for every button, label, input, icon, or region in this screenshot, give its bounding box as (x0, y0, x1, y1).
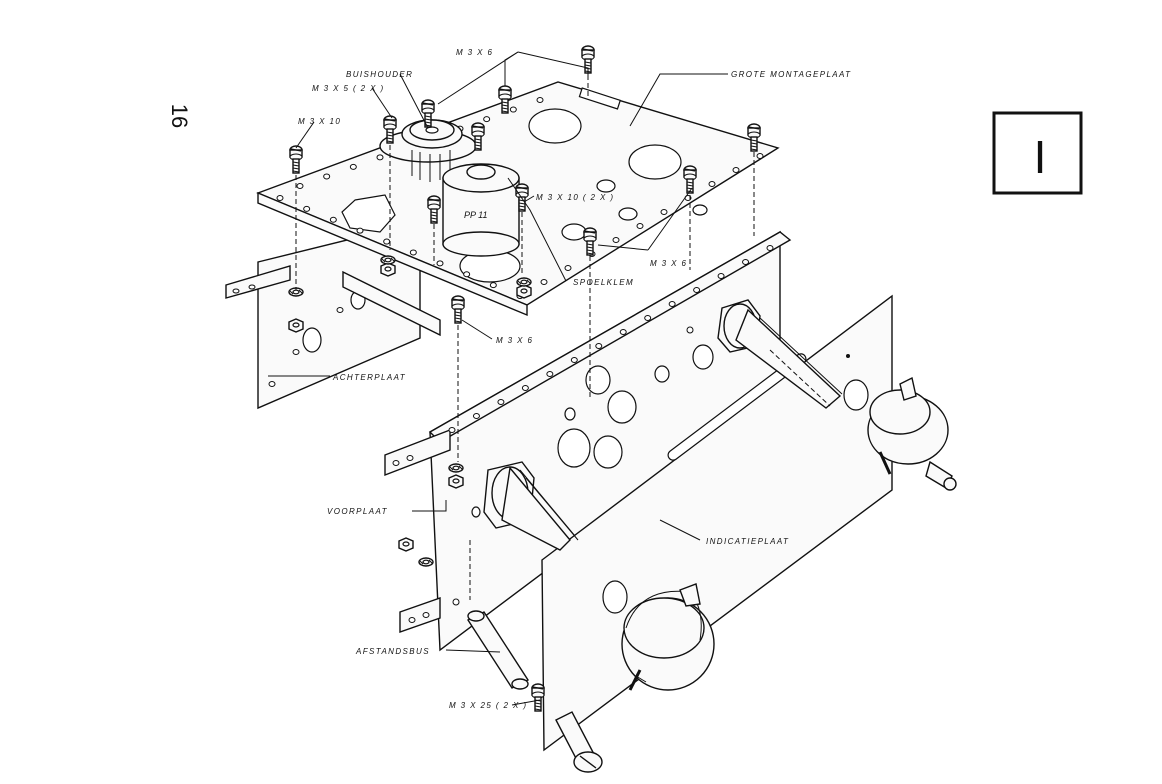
potentiometer-icon (483, 461, 579, 551)
mounting-hole (732, 167, 740, 173)
label-m3x10: M 3 X 10 (298, 117, 341, 126)
mounting-hole (693, 287, 701, 293)
label-achterplaat: ACHTERPLAAT (332, 373, 406, 382)
mounting-hole (349, 163, 357, 170)
screw-icon (451, 295, 465, 324)
front-plate (384, 230, 792, 652)
label-m3x6-mid: M 3 X 6 (496, 336, 533, 345)
label-spoelklem: SPOELKLEM (573, 278, 634, 287)
label-m3x6-top: M 3 X 6 (456, 48, 493, 57)
coil-icon: PP 11 (442, 163, 520, 257)
mounting-hole (296, 183, 304, 189)
mounting-hole (536, 97, 544, 103)
mounting-hole (717, 273, 725, 279)
mounting-hole (521, 385, 529, 391)
coil-label: PP 11 (464, 210, 488, 220)
lock-washer-icon (516, 277, 532, 287)
tube-socket-icon (379, 119, 477, 182)
mounting-hole (619, 329, 627, 335)
mounting-hole (383, 238, 391, 245)
mounting-hole (323, 173, 331, 180)
mounting-hole (660, 209, 668, 215)
label-buishouder: BUISHOUDER (346, 70, 413, 79)
screw-icon (531, 683, 545, 712)
mounting-hole (540, 279, 548, 285)
mounting-hole (766, 245, 774, 251)
lock-washer-icon (448, 463, 464, 473)
label-grote-montageplaat: GROTE MONTAGEPLAAT (731, 70, 851, 79)
spacer-icon (466, 610, 530, 690)
mounting-hole (570, 357, 578, 363)
label-m3x25-2x: M 3 X 25 ( 2 X ) (449, 701, 527, 710)
nut-icon (380, 262, 396, 277)
label-voorplaat: VOORPLAAT (327, 507, 388, 516)
nut-icon (516, 284, 532, 299)
section-marker-box (992, 111, 1083, 195)
mounting-hole (448, 427, 456, 433)
section-marker: I (1034, 131, 1047, 183)
mounting-hole (409, 249, 417, 256)
mounting-hole (742, 259, 750, 265)
label-indicatieplaat: INDICATIEPLAAT (706, 537, 789, 546)
label-afstandsbus: AFSTANDSBUS (355, 647, 430, 656)
knob-icon (867, 376, 957, 491)
label-m3x10-2x: M 3 X 10 ( 2 X ) (536, 193, 614, 202)
mounting-hole (595, 343, 603, 349)
mounting-hole (329, 216, 337, 223)
mounting-hole (509, 106, 517, 113)
lock-washer-icon (380, 255, 396, 265)
lock-washer-icon (418, 557, 434, 567)
potentiometer-icon (717, 299, 843, 409)
front-plate-tab (399, 597, 441, 633)
mounting-hole (463, 271, 471, 278)
page-number: 16 (167, 104, 192, 128)
mounting-hole (276, 195, 284, 201)
label-m3x5-2x: M 3 X 5 ( 2 X ) (312, 84, 385, 93)
front-plate-mounting-holes (448, 245, 774, 433)
leader-lines (268, 51, 728, 706)
mounting-hole (483, 116, 491, 123)
knob-icon (621, 583, 715, 691)
mounting-hole (303, 205, 311, 212)
mounting-hole (636, 223, 644, 229)
mounting-hole (356, 227, 364, 234)
mounting-hole (546, 371, 554, 377)
label-m3x6-right: M 3 X 6 (650, 259, 687, 268)
mounting-hole (668, 301, 676, 307)
nut-icon (288, 318, 304, 333)
screw-icon (555, 711, 603, 773)
screw-icon (289, 145, 303, 174)
mounting-hole (644, 315, 652, 321)
mounting-hole (497, 399, 505, 405)
nut-icon (448, 474, 464, 489)
rear-plate (225, 221, 421, 410)
mounting-hole (472, 413, 480, 419)
mounting-hole (436, 260, 444, 267)
nut-icon (398, 537, 414, 552)
mounting-hole (708, 181, 716, 187)
mounting-hole (612, 237, 620, 243)
mounting-hole (489, 282, 497, 289)
mounting-hole (376, 154, 384, 161)
mounting-hole (756, 153, 764, 159)
mounting-hole (564, 265, 572, 271)
